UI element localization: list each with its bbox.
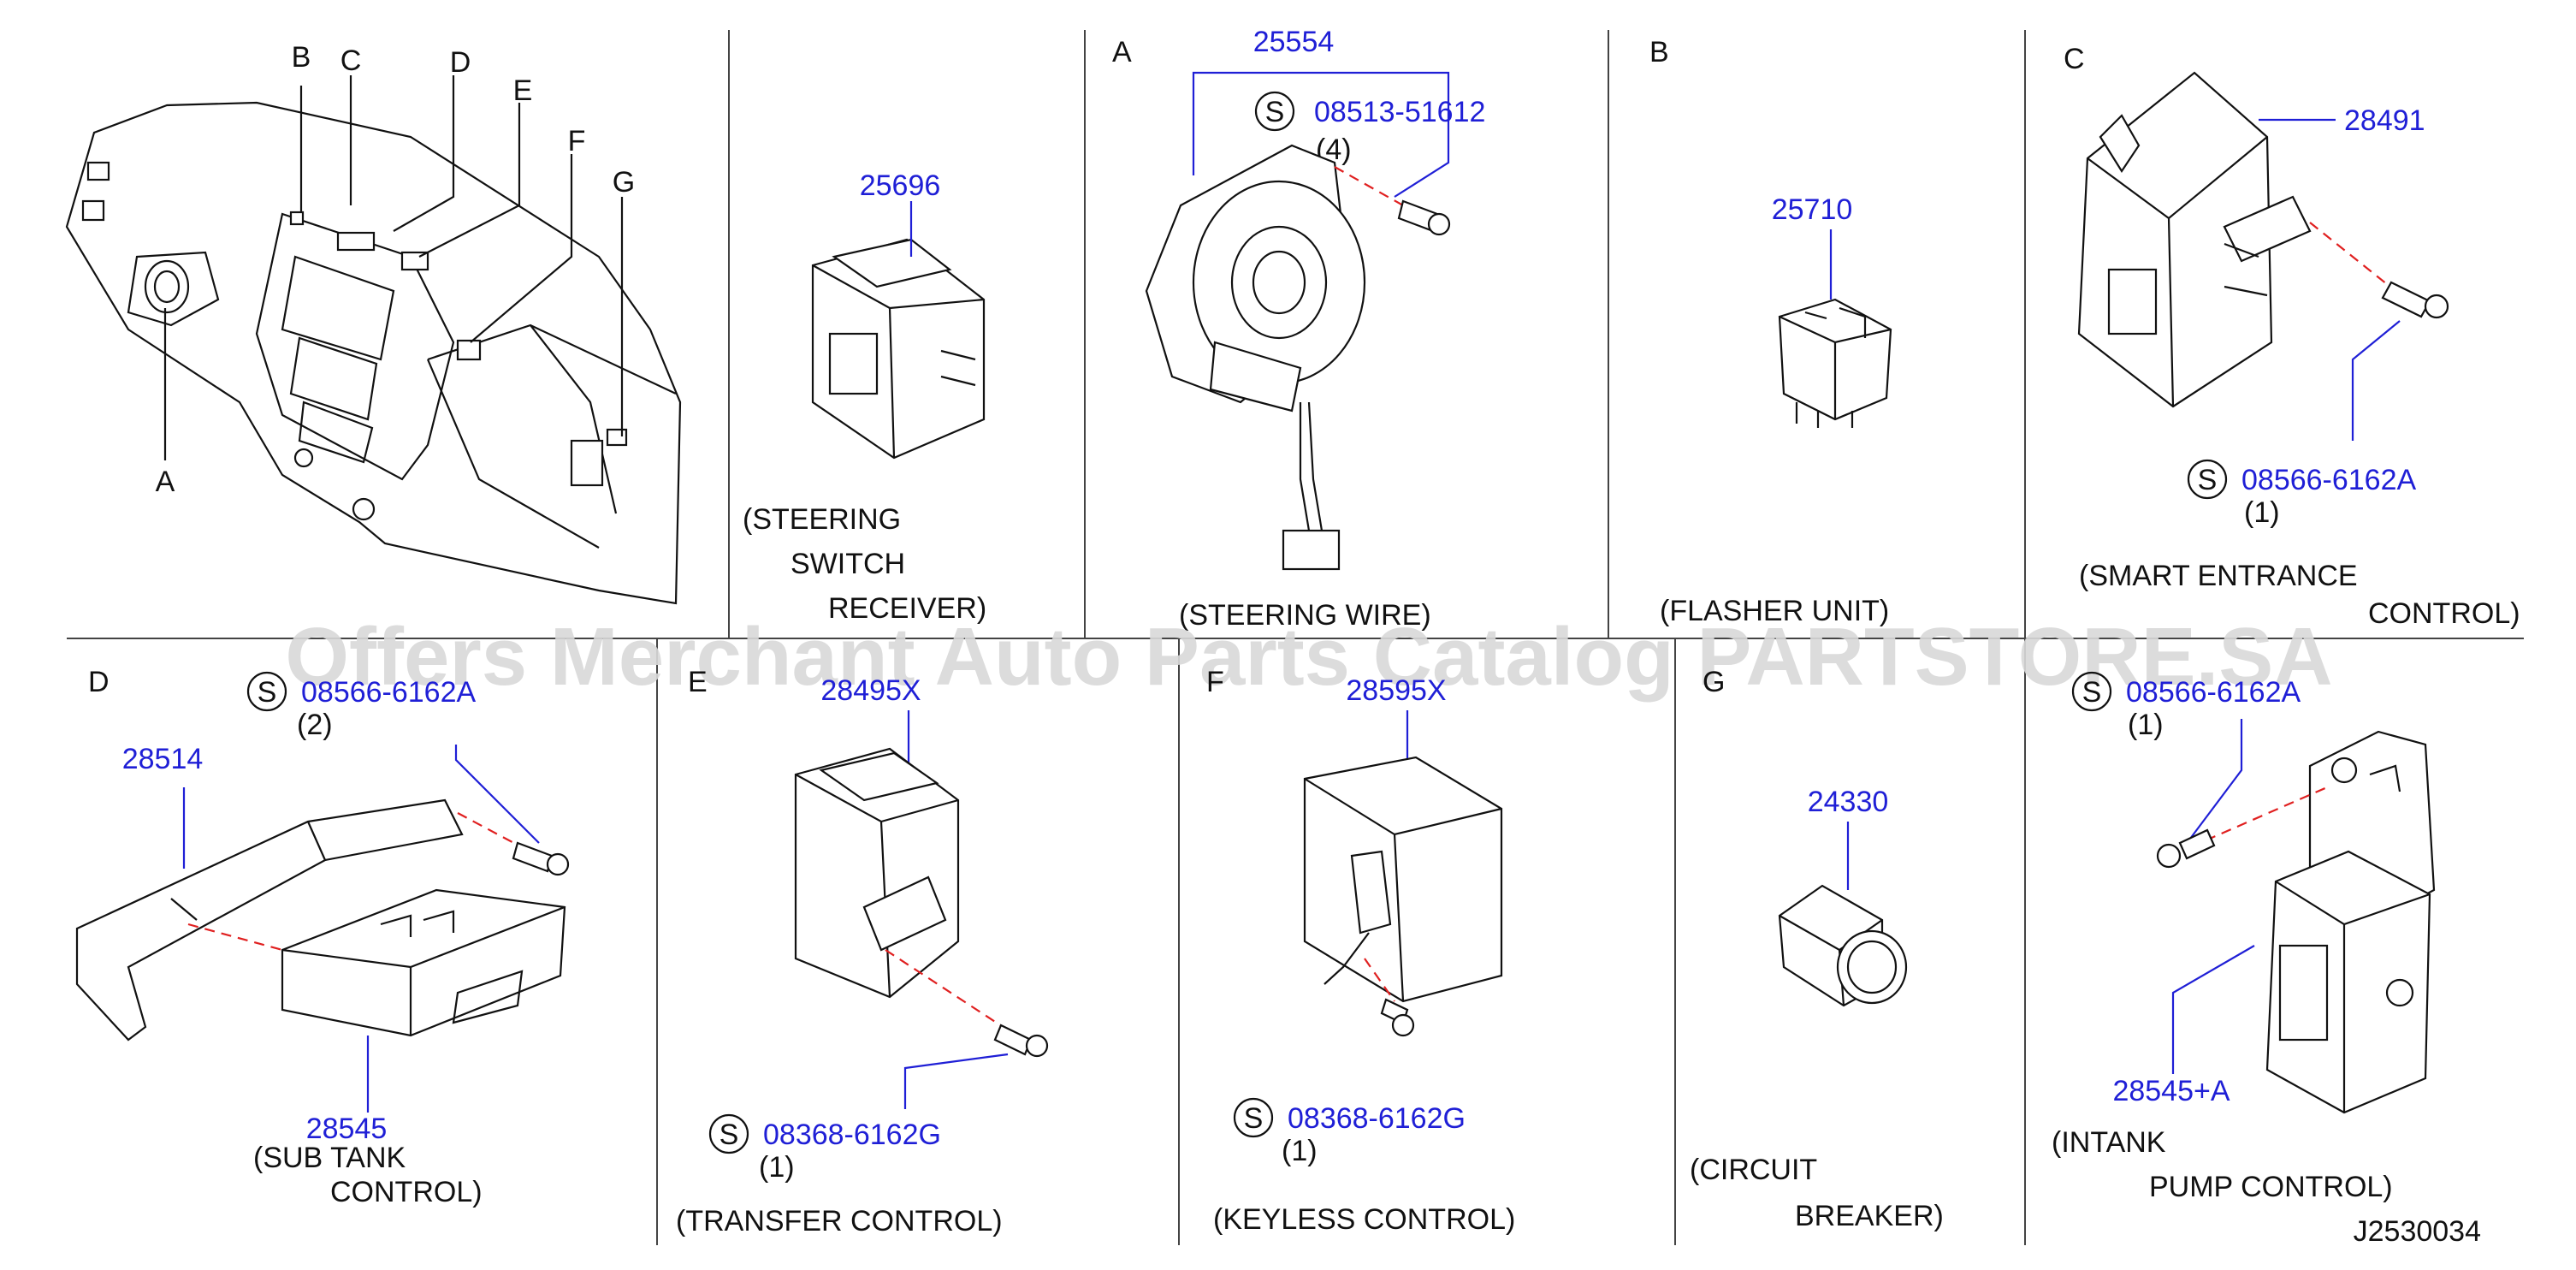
part-number-25696: 25696	[860, 169, 941, 202]
screw-symbol-circle-d	[246, 671, 287, 712]
caption-steering-switch-receiver-1: (STEERING	[743, 503, 901, 536]
screw-number-d: 08566-6162A	[301, 676, 477, 709]
screw-symbol-circle-a	[1254, 91, 1295, 132]
part-number-28545a: 28545+A	[2112, 1075, 2230, 1107]
leader-screw-c	[2351, 320, 2401, 441]
part-number-28545: 28545	[306, 1113, 388, 1145]
screw-qty-c: (1)	[2244, 496, 2280, 529]
transfer-control-part	[794, 747, 1049, 1058]
part-number-28495x: 28495X	[820, 674, 921, 707]
screw-symbol-f: S	[1244, 1102, 1264, 1135]
dashboard-overview	[65, 101, 682, 605]
leader-screw-e	[903, 1053, 1009, 1109]
screw-symbol-c: S	[2198, 464, 2218, 496]
leader-screw-d	[454, 745, 540, 844]
screw-number-c: 08566-6162A	[2241, 464, 2417, 496]
steering-wire-part	[1145, 144, 1451, 571]
keyless-control-part	[1303, 756, 1503, 1037]
callout-g: G	[613, 166, 635, 199]
screw-number-08513-51612: 08513-51612	[1314, 96, 1485, 128]
callout-c: C	[341, 45, 362, 77]
screw-symbol-h: S	[2082, 676, 2102, 709]
circuit-breaker-part	[1778, 884, 1908, 1007]
caption-flasher-unit: (FLASHER UNIT)	[1660, 595, 1889, 627]
drawing-code: J2530034	[2354, 1215, 2481, 1248]
part-number-28595x: 28595X	[1346, 674, 1446, 707]
screw-symbol-a: S	[1265, 96, 1285, 128]
caption-smart-entrance-1: (SMART ENTRANCE	[2079, 560, 2358, 592]
panel-letter-a: A	[1112, 36, 1132, 68]
screw-symbol-d: S	[258, 676, 277, 709]
screw-qty-e: (1)	[759, 1151, 795, 1184]
caption-smart-entrance-2: CONTROL)	[2368, 597, 2520, 630]
callout-e: E	[513, 74, 533, 107]
flasher-unit-part	[1778, 298, 1892, 428]
caption-circuit-breaker-1: (CIRCUIT	[1690, 1154, 1817, 1186]
screw-symbol-circle-c	[2187, 459, 2228, 500]
leader-25554	[1192, 71, 1450, 175]
leader-screw-a	[1394, 103, 1450, 198]
screw-qty-h: (1)	[2128, 709, 2164, 741]
screw-qty-d: (2)	[297, 709, 333, 741]
overview-leader-lines	[163, 75, 624, 460]
part-number-24330: 24330	[1808, 786, 1889, 818]
part-number-25710: 25710	[1772, 193, 1853, 226]
panel-letter-g: G	[1703, 666, 1725, 698]
smart-entrance-control-part	[2077, 71, 2449, 408]
panel-letter-d: D	[88, 666, 110, 698]
caption-circuit-breaker-2: BREAKER)	[1795, 1200, 1944, 1232]
screw-number-h: 08566-6162A	[2126, 676, 2301, 709]
caption-intank-1: (INTANK	[2052, 1126, 2166, 1159]
steering-switch-receiver-part	[811, 238, 986, 460]
callout-d: D	[450, 46, 471, 79]
intank-pump-control-part	[2156, 730, 2436, 1114]
panel-letter-e: E	[688, 666, 708, 698]
screw-qty-f: (1)	[1282, 1135, 1318, 1167]
leader-28545a	[2171, 945, 2255, 1074]
watermark: Offers Merchant Auto Parts Catalog PARTS…	[285, 611, 2332, 703]
part-number-25554: 25554	[1253, 26, 1335, 58]
callout-b: B	[292, 41, 311, 74]
screw-symbol-circle-f	[1233, 1097, 1274, 1138]
callout-a: A	[156, 466, 175, 498]
screw-number-f: 08368-6162G	[1288, 1102, 1466, 1135]
leader-screw-h	[2189, 719, 2243, 840]
screw-symbol-circle-h	[2071, 671, 2112, 712]
caption-steering-switch-receiver-2: SWITCH	[791, 548, 905, 580]
caption-transfer-control: (TRANSFER CONTROL)	[676, 1205, 1003, 1237]
caption-intank-2: PUMP CONTROL)	[2149, 1171, 2393, 1203]
screw-symbol-circle-e	[708, 1113, 749, 1154]
panel-letter-b: B	[1649, 36, 1669, 68]
part-number-28491: 28491	[2344, 104, 2425, 137]
panel-letter-c: C	[2064, 43, 2085, 75]
sub-tank-control-part	[75, 798, 570, 1042]
screw-symbol-e: S	[720, 1119, 739, 1151]
caption-sub-tank-1: (SUB TANK	[253, 1142, 406, 1174]
callout-f: F	[568, 125, 586, 157]
part-number-28514: 28514	[122, 743, 204, 775]
caption-steering-switch-receiver-3: RECEIVER)	[828, 592, 986, 625]
caption-keyless-control: (KEYLESS CONTROL)	[1213, 1203, 1515, 1236]
panel-grid	[67, 30, 2524, 1245]
caption-steering-wire: (STEERING WIRE)	[1179, 599, 1431, 632]
screw-number-e: 08368-6162G	[763, 1119, 941, 1151]
panel-letter-f: F	[1206, 666, 1224, 698]
caption-sub-tank-2: CONTROL)	[330, 1176, 483, 1208]
